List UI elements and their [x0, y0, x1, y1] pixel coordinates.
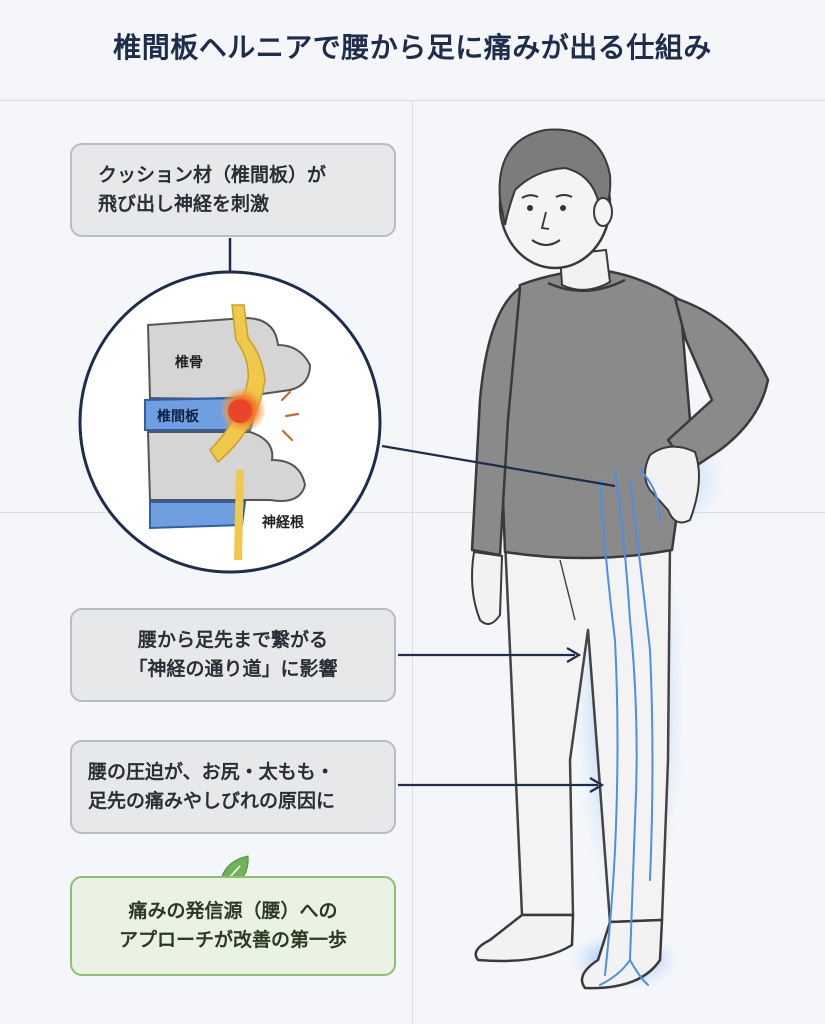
left-foot: [474, 913, 575, 963]
callout-nerve-path: 腰から足先まで繋がる 「神経の通り道」に影響: [70, 608, 396, 702]
label-disc: 椎間板: [156, 408, 200, 424]
callout-path-line2: 「神経の通り道」に影響: [128, 658, 338, 680]
eye-left: [527, 205, 533, 211]
closeup-to-back-line: [381, 444, 616, 488]
callout-pressure-line1: 腰の圧迫が、お尻・太もも・: [88, 760, 335, 783]
ear: [593, 197, 613, 227]
lower-vertebra: [146, 431, 307, 502]
callout-approach: 痛みの発信源（腰）への アプローチが改善の第一歩: [70, 876, 396, 976]
left-hand: [471, 550, 504, 625]
callout-disc-line2: 飛び出し神経を刺激: [98, 193, 270, 215]
nerve-branch-2: [599, 479, 619, 976]
callout-disc-herniation: クッション材（椎間板）が 飛び出し神経を刺激: [70, 143, 396, 237]
lower-disc: [149, 501, 247, 530]
grid-divider-vertical: [412, 100, 413, 1024]
label-vertebra: 椎骨: [174, 354, 203, 370]
label-nerve-root: 神経根: [262, 514, 305, 530]
callout-arrows: [398, 647, 605, 793]
nose: [540, 211, 550, 230]
spine-closeup: 椎骨 椎間板 神経根: [78, 270, 382, 574]
nerve-toe-2: [629, 959, 649, 986]
nerve-cord: [209, 304, 266, 464]
nerve-branch-3: [639, 469, 661, 521]
sweater: [498, 268, 692, 560]
smile: [531, 239, 561, 246]
sweater-collar: [547, 278, 626, 292]
callout-approach-line2: アプローチが改善の第一歩: [118, 929, 347, 951]
nerve-main: [614, 469, 638, 961]
eyebrow-left: [521, 194, 539, 199]
page-title: 椎間板ヘルニアで腰から足に痛みが出る仕組み: [113, 31, 712, 64]
pants: [503, 538, 672, 924]
arrow-pressure-head: [589, 777, 605, 793]
arrow-path-head: [566, 647, 582, 663]
impact-lines-icon: [280, 390, 300, 442]
person-figure: [470, 128, 770, 990]
pants-fold: [559, 559, 576, 621]
callout-pressure-line2: 足先の痛みやしびれの原因に: [88, 790, 336, 812]
sciatic-nerve-lines: [599, 469, 661, 986]
callout-path-line1: 腰から足先まで繋がる: [137, 628, 328, 651]
herniation-core: [228, 399, 252, 423]
callout-disc-line1: クッション材（椎間板）が: [98, 163, 327, 186]
right-arm: [666, 296, 770, 472]
nerve-branch-1: [629, 479, 654, 881]
right-foot: [580, 918, 664, 990]
callout-approach-line1: 痛みの発信源（腰）への: [128, 899, 338, 922]
eyebrow-right: [555, 194, 573, 198]
left-arm: [470, 286, 522, 557]
nerve-root-strand: [234, 469, 244, 561]
eye-right: [560, 205, 566, 211]
nerve-toe-1: [599, 959, 631, 986]
right-hand: [644, 445, 700, 524]
callout-pressure-symptoms: 腰の圧迫が、お尻・太もも・ 足先の痛みやしびれの原因に: [70, 740, 396, 834]
